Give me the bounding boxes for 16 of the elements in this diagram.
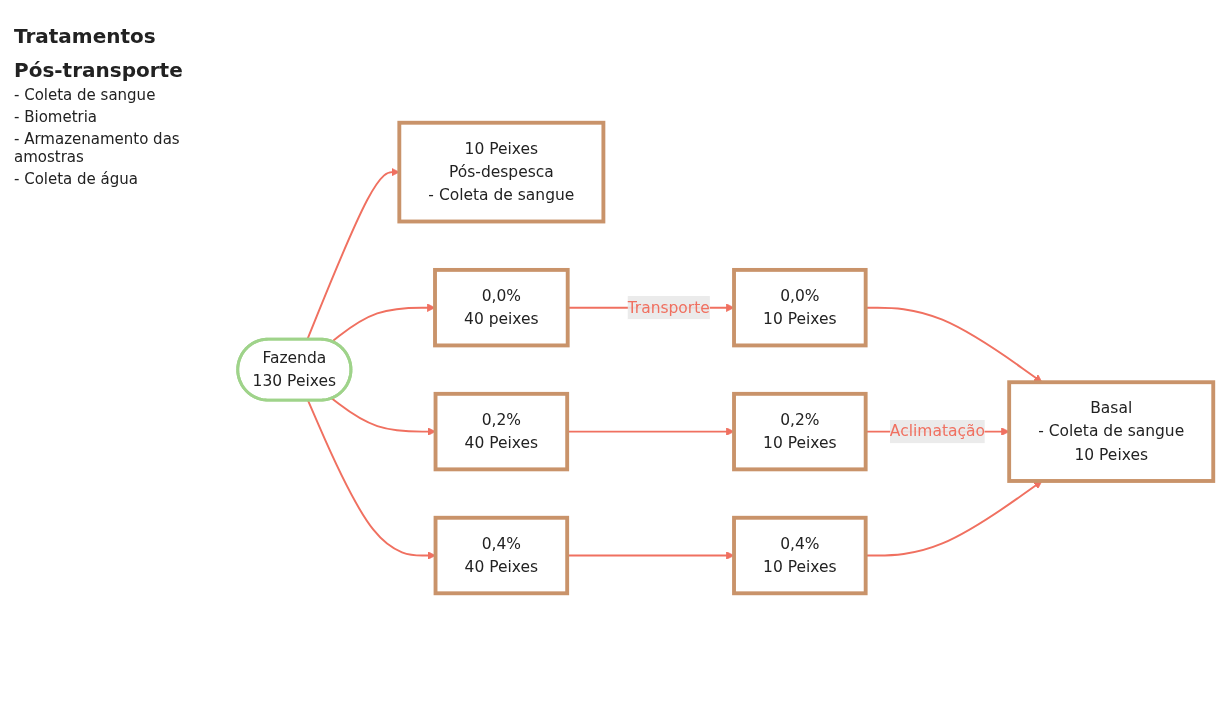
node-box: 10 Peixes Pós-despesca - Coleta de sangue (397, 121, 606, 224)
column-heading: Tratamentos (14, 24, 157, 48)
edge-label: Aclimatação (889, 422, 985, 441)
note-text: - Biometria (14, 108, 99, 126)
node-box: 0,0% 40 peixes (433, 268, 570, 348)
note-text: - Armazenamento das amostras (14, 130, 181, 166)
node-box: 0,0% 10 Peixes (732, 268, 868, 348)
node-box: 0,4% 10 Peixes (732, 516, 868, 596)
note-text: - Coleta de sangue (14, 86, 157, 104)
edge-label: Transporte (627, 298, 710, 317)
node-box: 0,2% 40 Peixes (433, 392, 570, 472)
node-box: Basal - Coleta de sangue 10 Peixes (1007, 380, 1216, 484)
column-heading: Pós-transporte (14, 58, 184, 82)
node-box: 0,2% 10 Peixes (732, 392, 868, 472)
note-text: - Coleta de água (14, 170, 139, 188)
node-box: 0,4% 40 Peixes (433, 516, 570, 596)
